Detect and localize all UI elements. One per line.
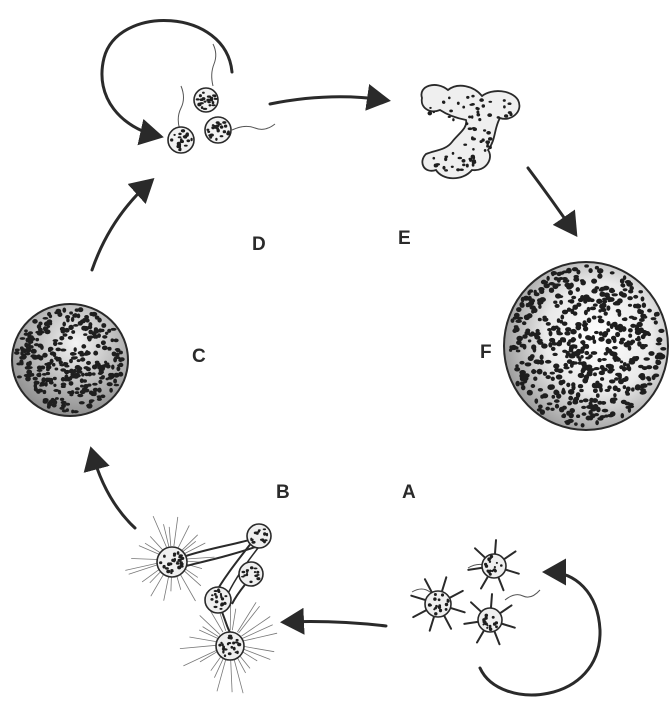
stage-a-cells bbox=[411, 540, 540, 644]
flagellated-cells-icon bbox=[168, 44, 275, 153]
stage-label-d: D bbox=[252, 234, 266, 255]
stage-f-sphere bbox=[504, 262, 668, 430]
stage-label-b: B bbox=[276, 482, 290, 503]
arrow-a-to-b bbox=[286, 622, 386, 627]
stage-label-e: E bbox=[398, 228, 411, 249]
stage-c-sphere bbox=[12, 304, 128, 416]
spiky-cells-icon bbox=[411, 540, 540, 644]
stage-b-cells bbox=[125, 516, 277, 693]
stage-label-f: F bbox=[480, 342, 492, 363]
arrow-b-to-c bbox=[92, 452, 135, 528]
stage-label-c: C bbox=[192, 346, 206, 367]
arrow-d-to-e bbox=[270, 97, 385, 104]
aggregate-icon bbox=[421, 85, 519, 178]
stage-e-aggregate bbox=[421, 85, 519, 178]
dividing-cells-icon bbox=[125, 516, 277, 693]
stage-d-cells bbox=[168, 44, 275, 153]
cycle-arrows bbox=[92, 97, 574, 626]
arrow-c-to-d bbox=[92, 182, 150, 270]
sphere-icon bbox=[12, 304, 128, 416]
arrow-e-to-f bbox=[528, 168, 574, 232]
sphere-icon bbox=[504, 262, 668, 430]
stage-label-a: A bbox=[402, 482, 416, 503]
